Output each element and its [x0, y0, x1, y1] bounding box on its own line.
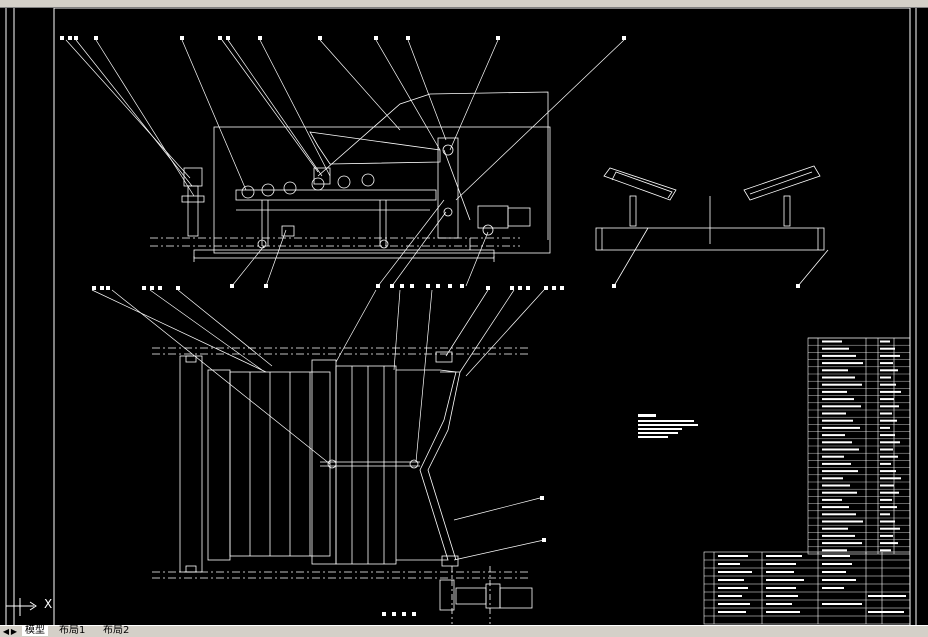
print-icon[interactable] — [160, 0, 168, 14]
save-icon[interactable] — [82, 0, 90, 15]
drawing-frame — [5, 8, 917, 625]
end-view — [595, 165, 829, 287]
parts-row-text-mark — [822, 470, 858, 473]
parts-row-text-mark — [880, 448, 893, 451]
parts-row-text-mark — [880, 390, 901, 393]
tab-layout2[interactable]: 布局2 — [103, 625, 130, 636]
drawing-canvas[interactable] — [0, 8, 928, 625]
parts-row-text-mark — [880, 491, 899, 494]
parts-row-text-mark — [822, 419, 853, 422]
parts-row-text-mark — [822, 513, 856, 516]
parts-row-text-mark — [822, 542, 862, 545]
parts-row-text-mark — [880, 484, 894, 487]
parts-row-text-mark — [880, 376, 891, 379]
parts-row-text-mark — [822, 527, 848, 530]
parts-row-text-mark — [822, 477, 843, 480]
parts-row-text-mark — [822, 369, 848, 372]
parts-row-text-mark — [822, 354, 856, 357]
tab-model[interactable]: 模型 — [22, 626, 48, 636]
toolbar — [0, 0, 928, 16]
parts-row-text-mark — [880, 462, 891, 465]
parts-row-text-mark — [880, 398, 894, 401]
parts-row-text-mark — [880, 455, 898, 458]
parts-row-text-mark — [880, 520, 895, 523]
leader-lines-side — [65, 39, 625, 287]
layout-tab-bar: ◀ ▶ 模型 布局1 布局2 — [0, 625, 928, 637]
undo-icon[interactable] — [255, 0, 263, 15]
parts-row-text-mark — [880, 362, 893, 365]
parts-row-text-mark — [880, 534, 893, 537]
parts-row-text-mark — [822, 434, 845, 437]
parts-list-rows — [808, 337, 910, 552]
tab-nav-prev-icon[interactable]: ◀ — [2, 627, 10, 636]
title-block-fill — [718, 555, 906, 613]
tab-layout1[interactable]: 布局1 — [59, 625, 86, 636]
properties-icon[interactable] — [489, 0, 498, 16]
parts-row-text-mark — [822, 398, 854, 401]
parts-row-text-mark — [880, 354, 900, 357]
help-icon[interactable] — [615, 0, 623, 15]
parts-row-text-mark — [880, 477, 901, 480]
parts-row-text-mark — [822, 506, 849, 509]
zoom-icon[interactable] — [440, 0, 448, 15]
parts-row-text-mark — [880, 549, 891, 552]
parts-row-text-mark — [822, 441, 852, 444]
parts-row-text-mark — [880, 470, 896, 473]
open-icon[interactable] — [39, 0, 48, 16]
parts-row-text-mark — [822, 347, 849, 350]
pan-icon[interactable] — [410, 0, 418, 15]
plan-view — [152, 347, 533, 624]
ucs-x-label: X — [44, 597, 53, 611]
parts-row-text-mark — [880, 527, 900, 530]
parts-row-text-mark — [822, 376, 855, 379]
leader-lines-plan — [91, 289, 545, 561]
parts-row-text-mark — [880, 347, 895, 350]
parts-row-text-mark — [822, 455, 844, 458]
side-elevation-view — [150, 91, 551, 262]
tab-nav-next-icon[interactable]: ▶ — [10, 627, 18, 636]
parts-row-text-mark — [880, 506, 897, 509]
parts-row-text-mark — [822, 484, 850, 487]
parts-row-text-mark — [822, 383, 862, 386]
parts-row-text-mark — [822, 549, 847, 552]
parts-row-text-mark — [880, 441, 900, 444]
parts-row-text-mark — [880, 405, 899, 408]
parts-row-text-mark — [822, 340, 842, 343]
new-icon[interactable] — [6, 0, 14, 16]
parts-row-text-mark — [822, 362, 863, 365]
parts-row-text-mark — [880, 369, 898, 372]
parts-row-text-mark — [822, 448, 859, 451]
parts-row-text-mark — [880, 542, 898, 545]
ucs-axis-icon — [6, 598, 37, 616]
parts-row-text-mark — [822, 520, 863, 523]
parts-row-text-mark — [822, 412, 846, 415]
parts-row-text-mark — [822, 491, 857, 494]
part-label-marks — [60, 36, 800, 616]
parts-row-text-mark — [880, 513, 890, 516]
parts-row-text-mark — [822, 405, 861, 408]
technical-notes — [638, 414, 698, 438]
layer-icon[interactable] — [540, 0, 548, 14]
parts-row-text-mark — [822, 390, 847, 393]
parts-row-text-mark — [880, 426, 890, 429]
parts-row-text-mark — [880, 498, 892, 501]
title-block — [703, 551, 911, 625]
parts-row-text-mark — [822, 534, 855, 537]
parts-row-text-mark — [880, 340, 890, 343]
parts-row-text-mark — [880, 434, 895, 437]
parts-row-text-mark — [880, 383, 896, 386]
redo-icon[interactable] — [300, 0, 308, 15]
parts-row-text-mark — [822, 498, 842, 501]
parts-row-text-mark — [822, 426, 860, 429]
parts-row-text-mark — [880, 412, 892, 415]
parts-row-text-mark — [822, 462, 851, 465]
parts-row-text-mark — [880, 419, 897, 422]
